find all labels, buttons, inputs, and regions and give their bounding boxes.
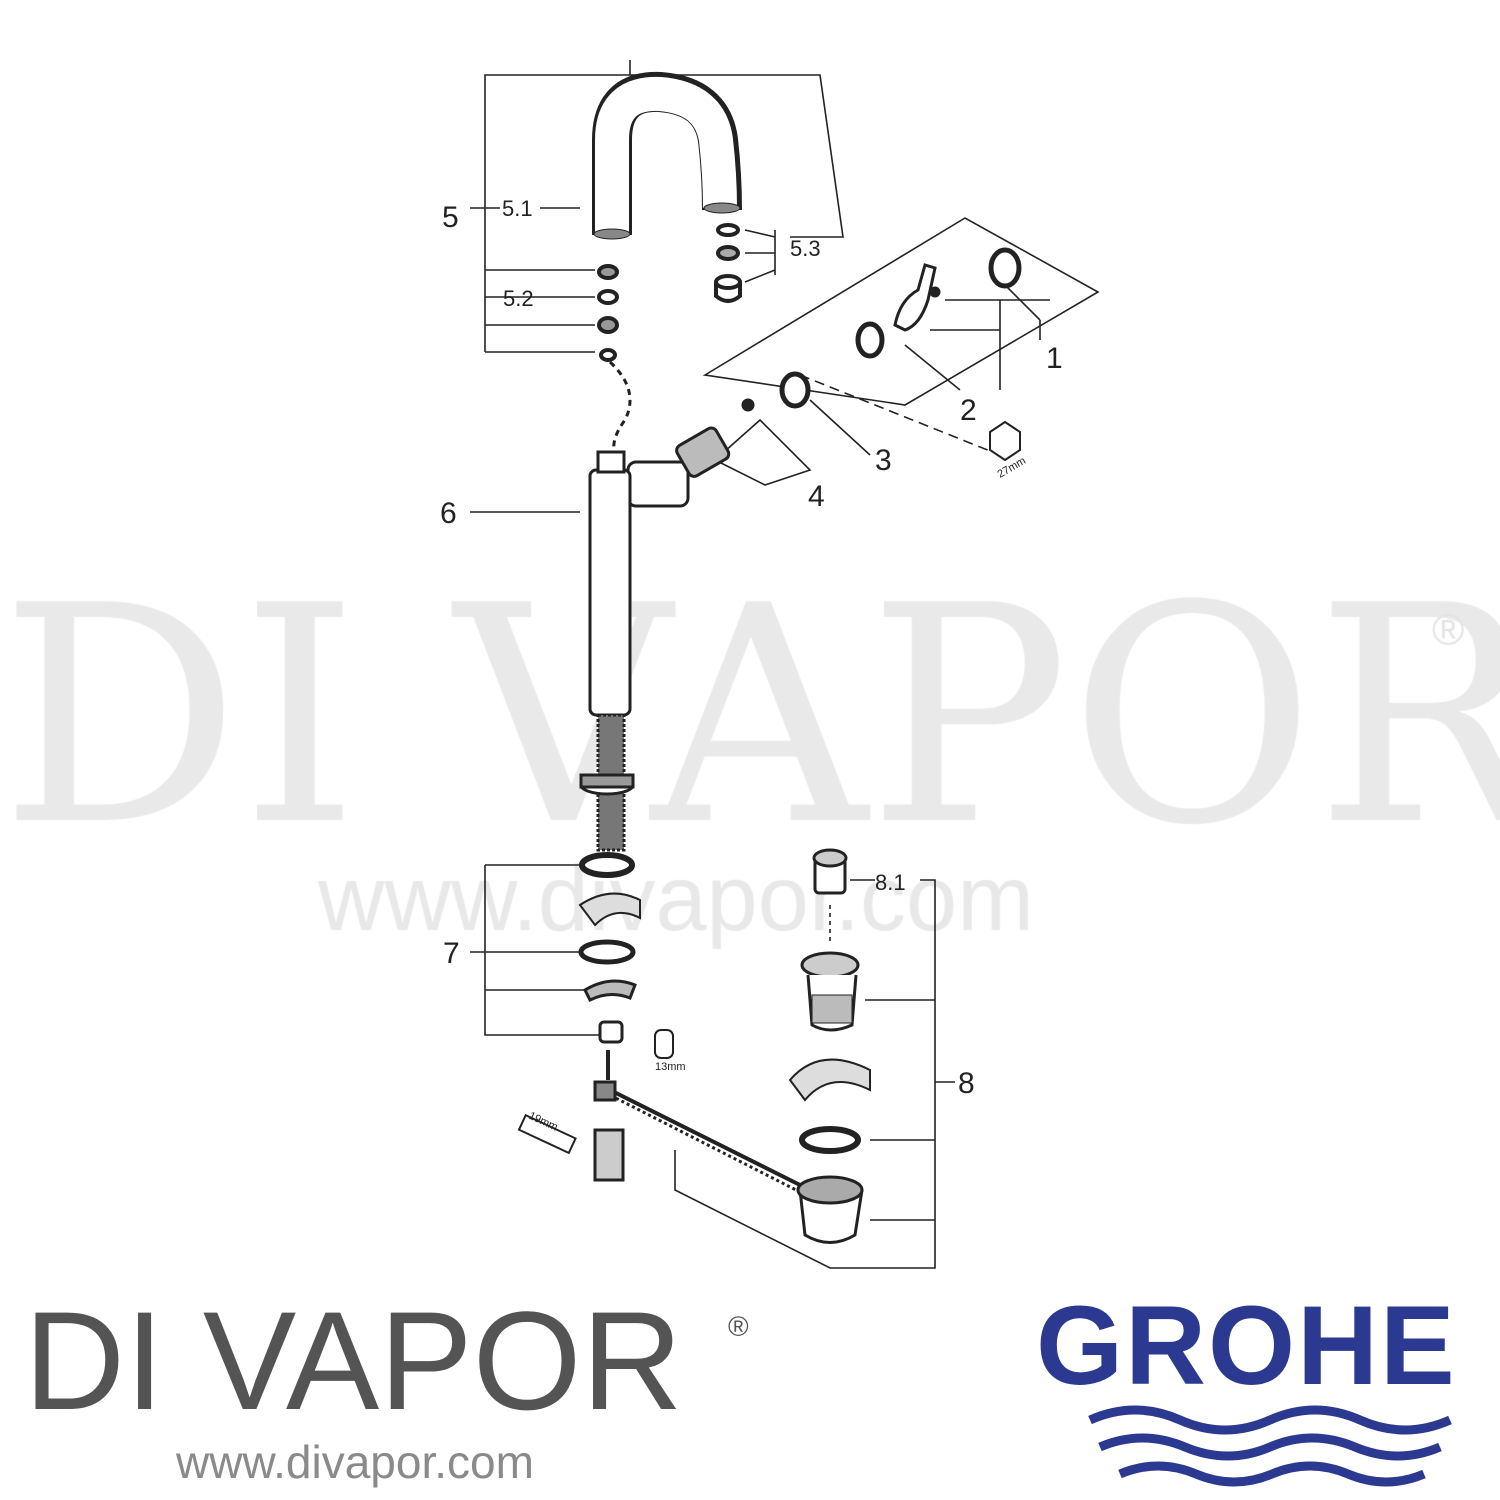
- label-part-5-1: 5.1: [502, 196, 533, 221]
- label-part-1: 1: [1046, 342, 1063, 375]
- grohe-waves-icon: [1088, 1405, 1452, 1487]
- handle-parts: [779, 247, 1022, 462]
- cartridge: [675, 398, 755, 478]
- hose: [608, 360, 632, 456]
- label-part-7: 7: [443, 937, 460, 970]
- mounting-parts: [517, 852, 674, 1182]
- grohe-logo: GROHE: [1036, 1283, 1457, 1408]
- label-part-6: 6: [440, 497, 457, 530]
- label-part-4: 4: [808, 480, 825, 513]
- label-part-5-3: 5.3: [790, 236, 821, 261]
- part-number-labels: 1 2 3 4 5 5.1 5.2 5.3 6 7 8 8.1 27mm 13m…: [440, 196, 1063, 1134]
- faucet-spout: [592, 71, 742, 240]
- faucet-body: [579, 450, 690, 852]
- waste-parts: [788, 848, 871, 1244]
- tool-size-hex: 27mm: [996, 455, 1028, 481]
- divapor-url: www.divapor.com: [176, 1436, 534, 1488]
- divapor-logo: DI VAPOR: [24, 1282, 683, 1439]
- label-part-5: 5: [442, 201, 459, 234]
- label-part-5-2: 5.2: [503, 286, 534, 311]
- leader-lines: [470, 60, 1100, 1269]
- label-part-8: 8: [958, 1067, 975, 1100]
- divapor-registered-mark: ®: [728, 1311, 749, 1342]
- spout-seals: [597, 223, 742, 362]
- label-part-8-1: 8.1: [875, 870, 906, 895]
- label-part-2: 2: [960, 394, 977, 427]
- tool-size-nut: 13mm: [655, 1061, 686, 1073]
- label-part-3: 3: [875, 444, 892, 477]
